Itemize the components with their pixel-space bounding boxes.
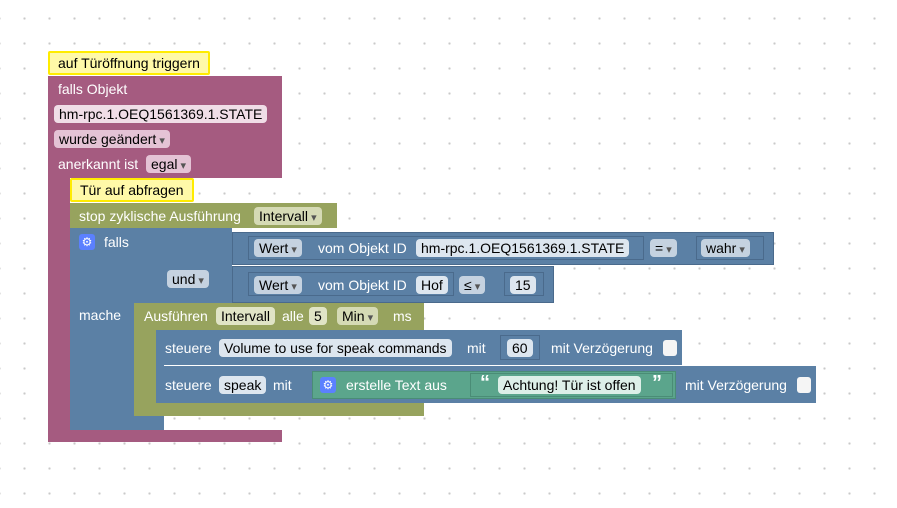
cond1-operator-dropdown[interactable]: = (650, 239, 677, 257)
interval-block-spine (134, 303, 156, 416)
create-text-label: erstelle Text aus (346, 377, 447, 393)
control1-delay-label: mit Verzögerung (551, 340, 653, 356)
interval-every-label: alle (282, 308, 304, 324)
cond2-prop-value: Wert (259, 277, 289, 293)
cond1-object-id-field[interactable]: hm-rpc.1.OEQ1561369.1.STATE (416, 239, 630, 257)
if-mache-label: mache (79, 307, 122, 323)
interval-amount-field[interactable]: 5 (309, 307, 327, 325)
interval-unit-dropdown[interactable]: Min (337, 307, 379, 325)
control2-delay-checkbox[interactable] (797, 377, 811, 393)
cond1-operator-value: = (655, 240, 664, 256)
cond2-operator-dropdown[interactable]: ≤ (459, 276, 486, 294)
if-falls-label: falls (104, 234, 129, 250)
trigger-block-spine (48, 76, 70, 442)
cond2-text: vom Objekt ID (318, 277, 407, 293)
inner-comment[interactable]: Tür auf abfragen (70, 178, 194, 202)
cond1-value-text: wahr (706, 240, 737, 256)
trigger-change-mode-value: wurde geändert (59, 131, 157, 147)
interval-ms-label: ms (393, 308, 412, 324)
trigger-ack-label: anerkannt ist (58, 156, 139, 172)
trigger-ack-dropdown[interactable]: egal (146, 155, 192, 173)
interval-label: Ausführen (144, 308, 208, 324)
quote-close-icon: ” (652, 372, 662, 394)
stop-cycle-label: stop zyklische Ausführung (79, 208, 241, 224)
trigger-object-id-field[interactable]: hm-rpc.1.OEQ1561369.1.STATE (54, 105, 268, 123)
control2-delay-label: mit Verzögerung (685, 377, 787, 393)
cond1-value-dropdown[interactable]: wahr (701, 239, 750, 257)
trigger-change-mode-dropdown[interactable]: wurde geändert (54, 130, 170, 148)
gear-icon[interactable]: ⚙ (320, 377, 336, 393)
text-literal-field[interactable]: Achtung! Tür ist offen (498, 376, 641, 394)
cond1-text: vom Objekt ID (318, 240, 407, 256)
control2-label: steuere (165, 377, 212, 393)
control1-target-field[interactable]: Volume to use for speak commands (219, 339, 452, 357)
trigger-comment[interactable]: auf Türöffnung triggern (48, 51, 210, 75)
interval-name-field[interactable]: Intervall (216, 307, 276, 325)
control1-delay-checkbox[interactable] (663, 340, 677, 356)
cond2-operator-value: ≤ (464, 277, 472, 293)
control2-with-label: mit (273, 377, 292, 393)
interval-unit-value: Min (342, 308, 365, 324)
and-operator-value: und (172, 271, 196, 287)
stop-cycle-value: Intervall (259, 208, 309, 224)
control2-target-field[interactable]: speak (219, 376, 267, 394)
control1-label: steuere (165, 340, 212, 356)
cond2-number-field[interactable]: 15 (510, 276, 536, 294)
interval-block-footer (134, 403, 424, 416)
and-operator-dropdown[interactable]: und (167, 270, 209, 288)
control1-number-field[interactable]: 60 (507, 339, 533, 357)
cond2-prop-dropdown[interactable]: Wert (254, 276, 302, 294)
cond1-prop-dropdown[interactable]: Wert (254, 239, 302, 257)
trigger-block-footer (48, 430, 282, 442)
trigger-ack-value: egal (151, 156, 178, 172)
cond2-object-id-field[interactable]: Hof (416, 276, 448, 294)
quote-open-icon: “ (480, 372, 490, 394)
if-block-condition-area (164, 228, 232, 303)
stop-cycle-dropdown[interactable]: Intervall (254, 207, 322, 225)
gear-icon[interactable]: ⚙ (79, 234, 95, 250)
control1-with-label: mit (467, 340, 486, 356)
trigger-header: falls Objekt (58, 81, 128, 97)
cond1-prop-value: Wert (259, 240, 289, 256)
